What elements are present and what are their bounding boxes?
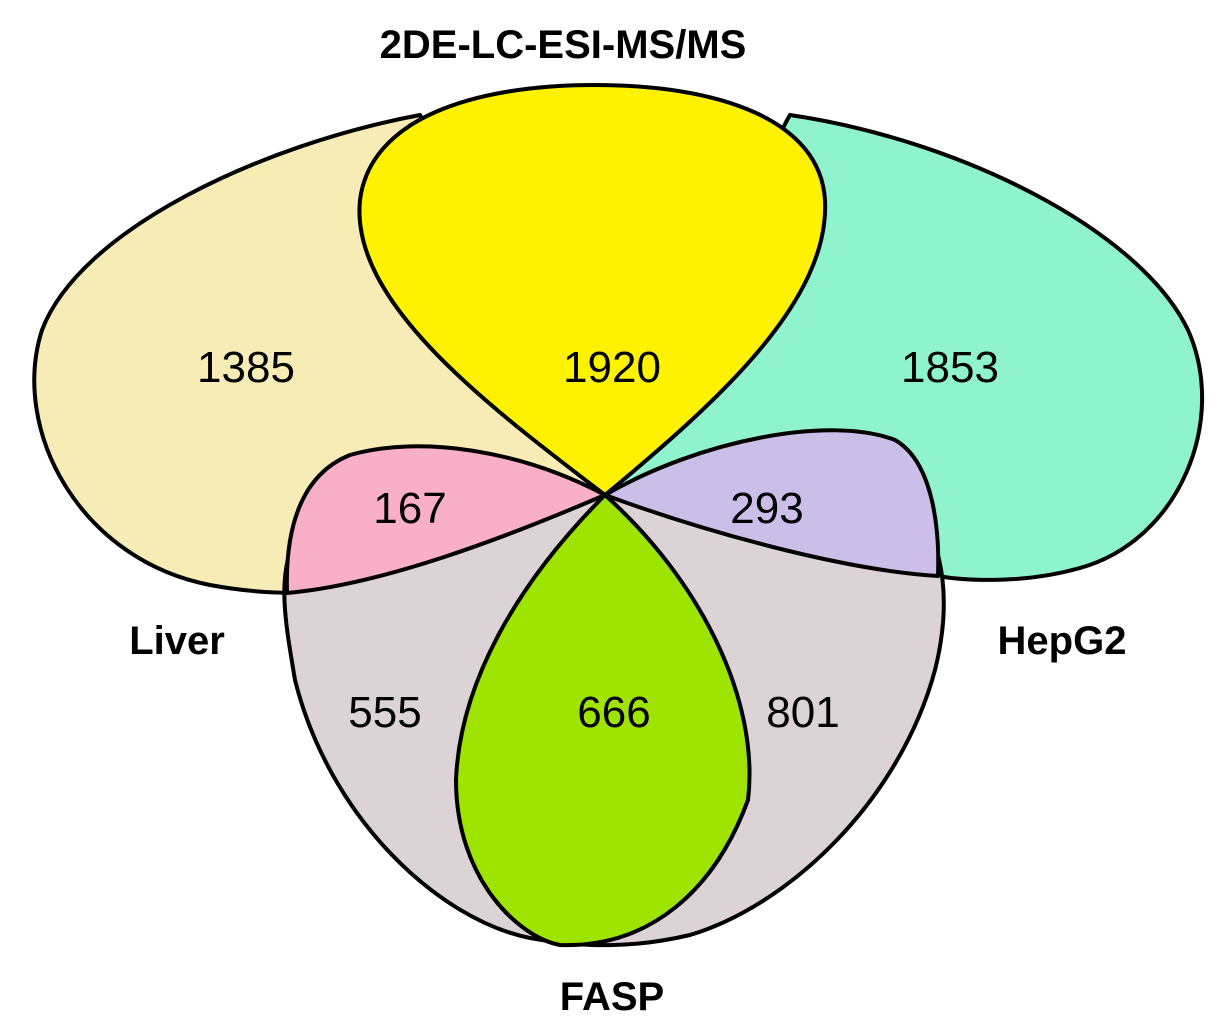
set-label-2de: 2DE-LC-ESI-MS/MS (380, 23, 747, 67)
count-hepg2-petal: 293 (730, 484, 803, 533)
count-hepg2-2de: 1853 (901, 343, 999, 392)
hepg2-petal (603, 428, 941, 578)
count-liver-2de: 1385 (197, 343, 295, 392)
liver-petal (284, 444, 607, 595)
2de-petal (357, 83, 828, 497)
set-label-hepg2: HepG2 (998, 619, 1127, 663)
count-center-top: 1920 (563, 343, 661, 392)
count-liver-petal: 167 (373, 484, 446, 533)
set-label-fasp: FASP (560, 975, 664, 1019)
fasp-petal (454, 493, 752, 948)
count-hepg2-fasp: 801 (766, 688, 839, 737)
set-label-liver: Liver (129, 619, 225, 663)
count-liver-fasp: 555 (348, 688, 421, 737)
count-center-bottom: 666 (577, 688, 650, 737)
